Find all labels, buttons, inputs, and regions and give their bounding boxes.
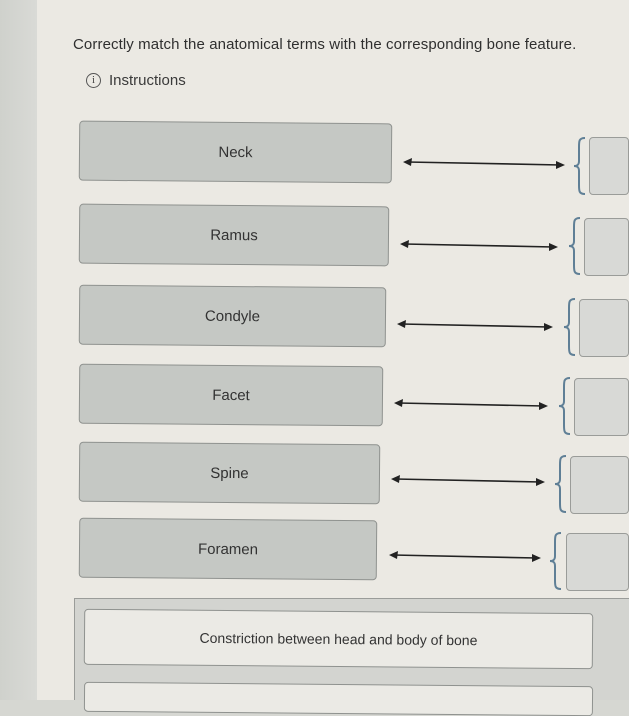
drop-slot-2[interactable] bbox=[584, 218, 629, 276]
term-label: Ramus bbox=[210, 226, 258, 244]
term-label: Spine bbox=[210, 464, 249, 482]
double-arrow-icon bbox=[389, 550, 541, 562]
instructions-link[interactable]: i Instructions bbox=[86, 72, 186, 89]
drop-slot-3[interactable] bbox=[579, 299, 629, 357]
question-page bbox=[37, 0, 629, 700]
term-neck[interactable]: Neck bbox=[78, 120, 393, 184]
answer-option-label: Constriction between head and body of bo… bbox=[199, 629, 478, 649]
brace-icon bbox=[563, 298, 576, 356]
brace-icon bbox=[558, 377, 571, 435]
term-facet[interactable]: Facet bbox=[78, 363, 384, 427]
term-label: Neck bbox=[218, 143, 253, 161]
question-prompt: Correctly match the anatomical terms wit… bbox=[73, 36, 577, 53]
term-spine[interactable]: Spine bbox=[78, 441, 381, 505]
term-label: Condyle bbox=[204, 307, 261, 325]
brace-icon bbox=[568, 217, 581, 275]
term-foramen[interactable]: Foramen bbox=[78, 517, 378, 581]
drop-slot-1[interactable] bbox=[589, 137, 629, 195]
instructions-label: Instructions bbox=[109, 72, 186, 89]
answer-option[interactable] bbox=[83, 681, 594, 716]
drop-slot-5[interactable] bbox=[570, 456, 629, 514]
info-icon: i bbox=[86, 73, 101, 88]
double-arrow-icon bbox=[394, 398, 548, 410]
side-margin bbox=[0, 0, 37, 700]
term-label: Foramen bbox=[197, 540, 259, 558]
drop-slot-4[interactable] bbox=[574, 378, 629, 436]
term-ramus[interactable]: Ramus bbox=[78, 203, 390, 267]
double-arrow-icon bbox=[403, 157, 565, 169]
double-arrow-icon bbox=[391, 474, 545, 486]
answer-option[interactable]: Constriction between head and body of bo… bbox=[83, 608, 594, 670]
double-arrow-icon bbox=[400, 239, 558, 251]
brace-icon bbox=[573, 137, 586, 195]
brace-icon bbox=[554, 455, 567, 513]
term-label: Facet bbox=[212, 386, 250, 404]
double-arrow-icon bbox=[397, 319, 553, 331]
brace-icon bbox=[549, 532, 562, 590]
term-condyle[interactable]: Condyle bbox=[78, 284, 387, 348]
drop-slot-6[interactable] bbox=[566, 533, 629, 591]
